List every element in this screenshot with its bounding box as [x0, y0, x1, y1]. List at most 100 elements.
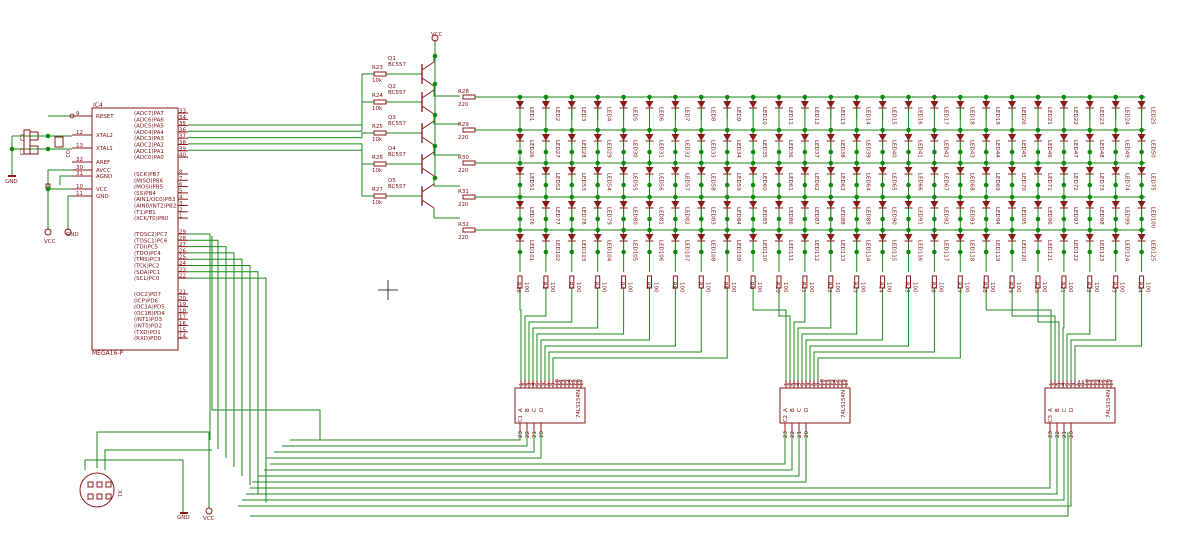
mcu-pin-number: 18 [179, 308, 186, 314]
led-icon [775, 201, 783, 208]
junction-dot [750, 127, 756, 133]
vcc-label-bottom: VCC [203, 516, 215, 522]
led-icon [619, 134, 628, 141]
transistor-part: BC557 [388, 90, 407, 96]
wire [188, 233, 211, 440]
led-icon [567, 167, 576, 174]
resistor-name: R32 [458, 222, 469, 228]
decoder-pin: 6 [804, 382, 810, 386]
led-label: LED100 [1150, 207, 1156, 229]
led-label: LED74 [1124, 173, 1130, 191]
wire [361, 150, 374, 197]
led-label: LED71 [1046, 173, 1052, 191]
vcc-label-left: VCC [44, 239, 56, 245]
transistor-part: BC557 [388, 121, 407, 127]
led-label: LED27 [554, 140, 560, 158]
led-label: LED32 [683, 140, 689, 158]
led-label: LED14 [865, 107, 871, 125]
junction-dot [828, 182, 834, 188]
junction-dot [569, 182, 575, 188]
junction-dot [569, 249, 575, 255]
led-icon [697, 167, 706, 174]
resistor-name: R30 [458, 155, 469, 161]
led-icon [930, 167, 939, 174]
junction-dot [1035, 127, 1041, 133]
resistor-value: 100 [653, 282, 659, 293]
junction-dot [673, 216, 678, 222]
led-label: LED98 [1098, 207, 1104, 225]
junction-dot [854, 94, 859, 100]
mcu-pin-name: (ADC2)PA2 [134, 143, 164, 149]
led-label: LED85 [761, 207, 767, 225]
junction-dot [932, 227, 937, 233]
decoder-pin: 5 [800, 382, 806, 386]
junction-dot [1139, 127, 1144, 133]
junction-dot [802, 149, 808, 155]
led-label: LED41 [917, 140, 923, 158]
mcu-pin-name: (TCK)PC2 [134, 264, 159, 270]
transistor-part: BC557 [388, 152, 407, 158]
led-label: LED59 [735, 173, 741, 191]
junction-dot [958, 194, 963, 200]
junction-dot [1139, 216, 1144, 222]
decoder-pin: 21 [1062, 431, 1068, 438]
decoder-input-label: B [790, 408, 796, 412]
junction-dot [880, 182, 885, 188]
resistor-name: R1 [541, 282, 547, 289]
led-label: LED58 [709, 173, 715, 191]
junction-dot [1087, 249, 1093, 255]
junction-dot [776, 249, 782, 255]
wire [548, 300, 702, 380]
led-label: LED22 [1072, 107, 1078, 125]
led-icon [956, 234, 965, 241]
junction-dot [750, 149, 756, 155]
decoder-pin: 20 [539, 431, 545, 438]
wire [1037, 300, 1060, 380]
resistor [462, 227, 476, 233]
led-label: LED89 [865, 207, 871, 225]
junction-dot [828, 94, 834, 100]
junction-dot [1035, 216, 1041, 222]
resistor-value: 100 [756, 282, 762, 293]
gnd-label-mid: GND [66, 232, 79, 238]
mcu-pin-name: (TOSC2)PC7 [134, 232, 168, 238]
led-icon [619, 167, 628, 174]
mcu-pin-name: (MOSI)PB5 [134, 185, 164, 191]
decoder-input-label: D [804, 408, 810, 412]
mcu-pin-number: 7 [179, 176, 183, 182]
resistor-name: R18 [981, 282, 987, 293]
junction-dot [1113, 182, 1118, 188]
reset-pin-circle [69, 113, 75, 119]
mcu-pin-number: 3 [179, 201, 183, 207]
resistor-value: 100 [730, 282, 736, 293]
wire [1011, 300, 1056, 380]
wire [96, 431, 210, 508]
junction-dot [595, 94, 600, 100]
junction-dot [543, 182, 549, 188]
capacitor [29, 145, 39, 155]
vcc-terminal [44, 228, 52, 236]
junction-dot [983, 194, 989, 200]
resistor-name: R9 [748, 282, 754, 290]
led-icon [723, 201, 732, 208]
led-icon [930, 234, 939, 241]
mcu-pin-number: 20 [179, 296, 186, 302]
led-label: LED105 [632, 240, 638, 262]
decoder-pin: 9 [816, 382, 822, 386]
junction-dot [1009, 94, 1015, 100]
mcu-pin-name: (AIN1/OC0)PB3 [134, 197, 176, 203]
junction-dot [517, 160, 523, 166]
resistor [373, 161, 387, 167]
junction-dot [569, 127, 575, 133]
led-icon [1008, 167, 1017, 174]
resistor-name: R8 [722, 282, 728, 290]
wire [361, 101, 374, 132]
wire [817, 300, 961, 380]
resistor [1139, 275, 1145, 289]
junction-dot [595, 194, 600, 200]
led-icon [904, 101, 913, 108]
junction-dot [569, 216, 575, 222]
junction-dot [517, 94, 523, 100]
led-label: LED73 [1098, 173, 1104, 191]
led-label: LED123 [1098, 240, 1104, 262]
